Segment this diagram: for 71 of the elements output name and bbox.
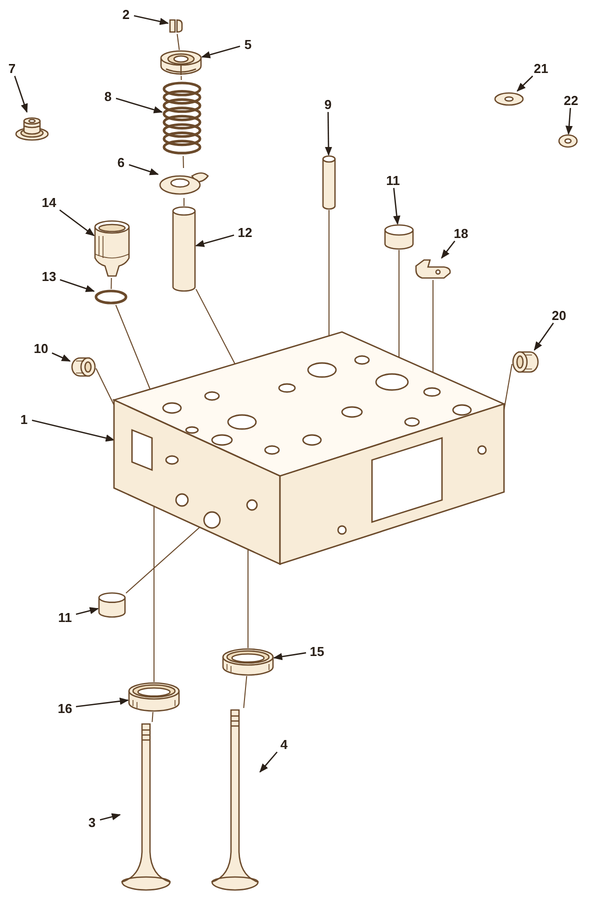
- assembly-line: [152, 712, 154, 722]
- assembly-line: [432, 280, 434, 372]
- leader-arrow: [534, 322, 554, 351]
- callout-number: 11: [54, 609, 76, 625]
- leader-arrow: [201, 46, 240, 58]
- callout-number: 12: [234, 224, 256, 240]
- callout-number: 8: [100, 88, 116, 104]
- callout-number: 21: [530, 60, 552, 76]
- assembly-line: [115, 304, 150, 390]
- valve-spring-drawing: [162, 80, 202, 156]
- callout-number: 22: [560, 92, 582, 108]
- washer-drawing: [558, 134, 578, 148]
- assembly-line: [176, 34, 180, 50]
- leader-arrow: [324, 112, 332, 156]
- washer-drawing: [494, 91, 524, 107]
- callout-number: 14: [38, 194, 60, 210]
- callout-number: 1: [16, 411, 32, 427]
- assembly-line: [182, 156, 184, 168]
- leader-arrow: [134, 15, 169, 26]
- spring-retainer-drawing: [160, 50, 202, 76]
- callout-number: 20: [548, 307, 570, 323]
- callout-number: 7: [4, 60, 20, 76]
- callout-number: 4: [276, 736, 292, 752]
- valve-seat-insert-drawing: [222, 648, 274, 676]
- callout-number: 6: [113, 154, 129, 170]
- cylinder-head-drawing: [112, 330, 506, 566]
- injector-sleeve-drawing: [94, 220, 130, 278]
- expansion-plug-drawing: [70, 356, 96, 378]
- leader-arrow: [76, 607, 99, 615]
- leader-arrow: [273, 652, 306, 660]
- cup-plug-drawing: [384, 224, 414, 250]
- callout-number: 3: [84, 814, 100, 830]
- leader-arrow: [128, 164, 159, 176]
- assembly-line: [328, 210, 330, 336]
- callout-number: 10: [30, 340, 52, 356]
- assembly-line: [180, 76, 182, 80]
- leader-arrow: [14, 76, 28, 113]
- callout-number: 13: [38, 268, 60, 284]
- callout-number: 18: [450, 225, 472, 241]
- assembly-line: [110, 278, 112, 290]
- callout-number: 9: [320, 96, 336, 112]
- callout-number: 5: [240, 36, 256, 52]
- assembly-line: [96, 368, 114, 406]
- cup-plug-drawing: [98, 592, 126, 618]
- assembly-line: [243, 676, 248, 708]
- leader-arrow: [59, 209, 95, 236]
- leader-arrow: [32, 420, 115, 442]
- callout-number: 16: [54, 700, 76, 716]
- leader-arrow: [195, 234, 234, 247]
- valve-guide-drawing: [172, 206, 196, 292]
- leader-arrow: [116, 98, 163, 114]
- leader-arrow: [441, 240, 456, 259]
- callout-number: 15: [306, 643, 328, 659]
- callout-number: 11: [382, 172, 404, 188]
- leader-arrow: [76, 698, 129, 708]
- leader-arrow: [516, 76, 534, 92]
- expansion-plug-drawing: [512, 350, 540, 374]
- clip-drawing: [414, 258, 452, 280]
- leader-arrow: [393, 188, 400, 225]
- leader-arrow: [60, 279, 95, 292]
- leader-arrow: [565, 108, 573, 135]
- leader-arrow: [52, 352, 71, 362]
- dowel-pin-drawing: [322, 155, 336, 210]
- assembly-line: [398, 250, 400, 358]
- assembly-line: [126, 526, 200, 594]
- leader-arrow: [100, 813, 121, 821]
- leader-arrow: [259, 752, 278, 773]
- callout-number: 2: [118, 6, 134, 22]
- assembly-line: [196, 288, 236, 364]
- valve-seat-insert-drawing: [128, 682, 180, 712]
- o-ring-drawing: [94, 289, 128, 305]
